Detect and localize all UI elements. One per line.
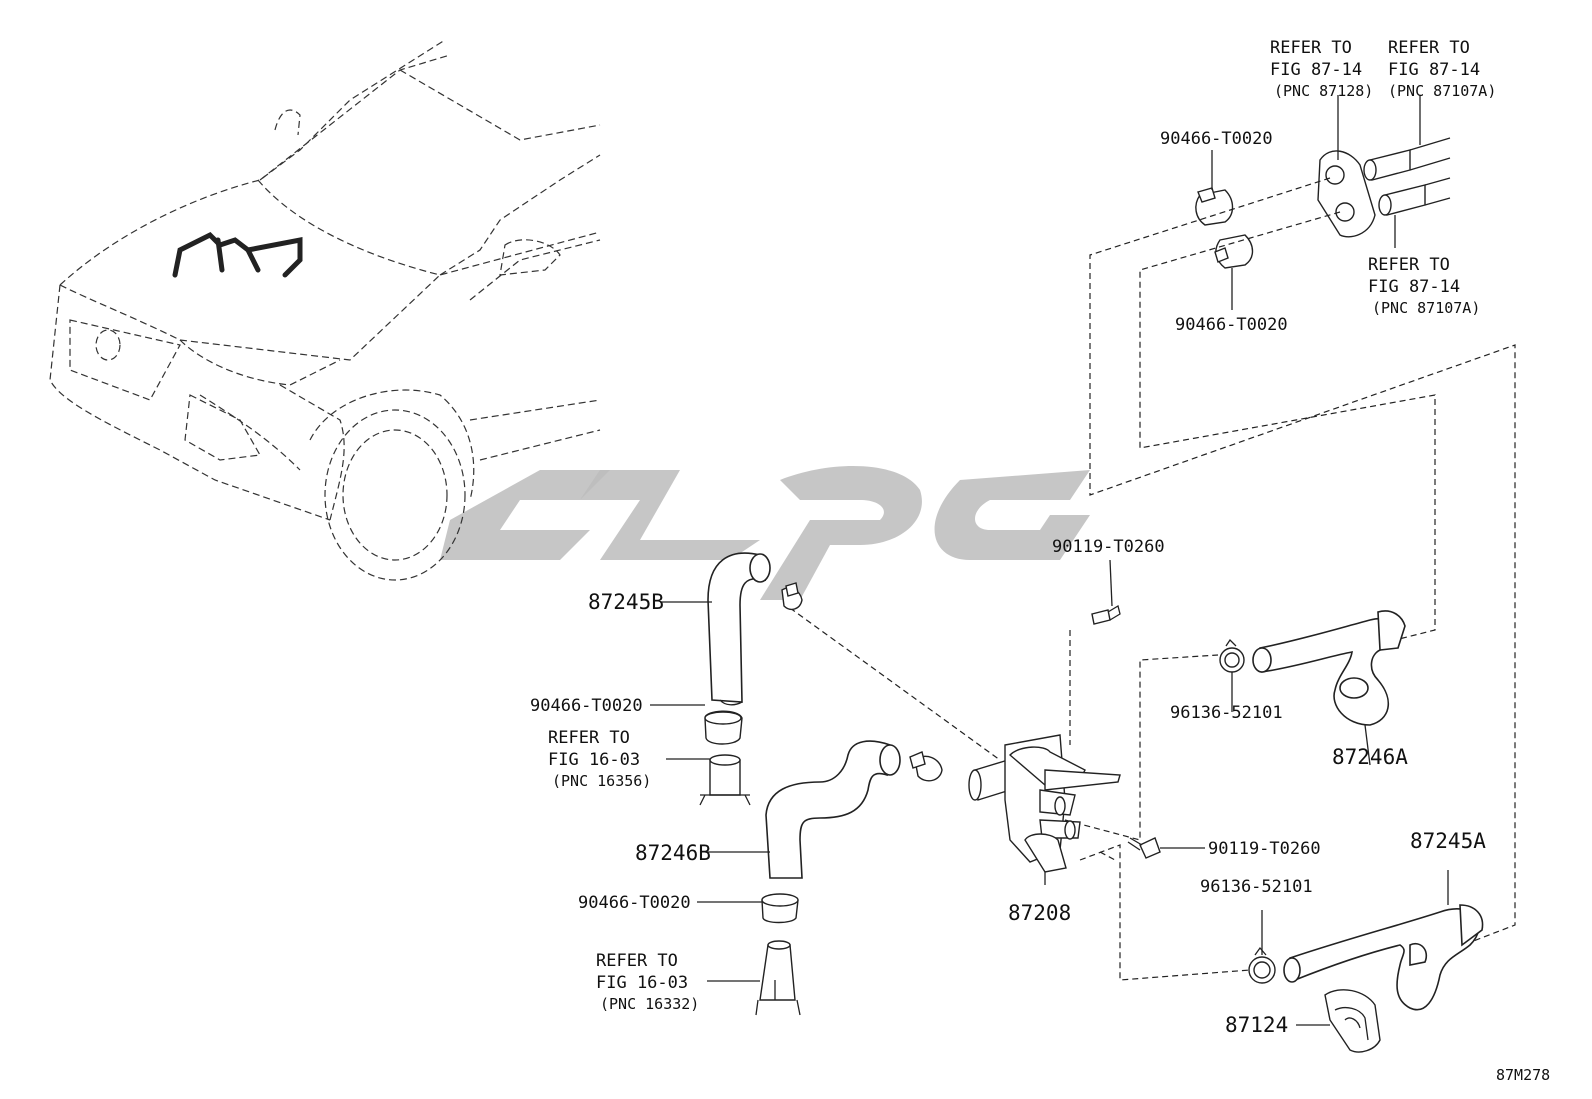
ref1-line3: (PNC 87128) bbox=[1274, 82, 1373, 100]
ref1-line1: REFER TO bbox=[1270, 38, 1352, 58]
water-valve-87208 bbox=[968, 734, 1121, 885]
label-clamp-left-2: 90466-T0020 bbox=[578, 893, 691, 913]
ref2-line2: FIG 87-14 bbox=[1388, 60, 1480, 80]
label-bolt-2: 90119-T0260 bbox=[1208, 839, 1321, 859]
ref4-line3: (PNC 16356) bbox=[552, 772, 651, 790]
diagram-code: 87M278 bbox=[1496, 1066, 1550, 1084]
hose-87245A bbox=[1283, 870, 1484, 1011]
ref5-line3: (PNC 16332) bbox=[600, 995, 699, 1013]
clamp-left-lower bbox=[761, 893, 799, 924]
ref4-line1: REFER TO bbox=[548, 728, 630, 748]
ref1-line2: FIG 87-14 bbox=[1270, 60, 1362, 80]
ref5-line1: REFER TO bbox=[596, 951, 678, 971]
watermark-logo bbox=[440, 466, 1090, 600]
pipe-ref-16356 bbox=[699, 754, 751, 806]
bracket-87124 bbox=[1324, 989, 1381, 1053]
ref5-line2: FIG 16-03 bbox=[596, 973, 688, 993]
ref4-line2: FIG 16-03 bbox=[548, 750, 640, 770]
clip-upper bbox=[1219, 638, 1245, 712]
label-87245B: 87245B bbox=[588, 590, 664, 614]
reference-notes: REFER TO FIG 87-14 (PNC 87128) REFER TO … bbox=[548, 38, 1496, 1013]
label-87208: 87208 bbox=[1008, 901, 1071, 925]
label-87246A: 87246A bbox=[1332, 745, 1408, 769]
label-clip-2: 96136-52101 bbox=[1200, 877, 1313, 897]
ref3-line2: FIG 87-14 bbox=[1368, 277, 1460, 297]
pipe-ref-16332 bbox=[755, 940, 801, 1016]
label-87124: 87124 bbox=[1225, 1013, 1288, 1037]
hose-87245B bbox=[707, 552, 771, 706]
label-87246B: 87246B bbox=[635, 841, 711, 865]
hose-87246B bbox=[765, 740, 901, 879]
clamp-87245B-top bbox=[781, 582, 803, 611]
ref3-line1: REFER TO bbox=[1368, 255, 1450, 275]
routing-lines bbox=[789, 177, 1516, 981]
hose-87246A bbox=[1252, 610, 1406, 766]
clamp-top-upper bbox=[1195, 150, 1234, 226]
ref3-line3: (PNC 87107A) bbox=[1372, 299, 1480, 317]
heater-core-pipes bbox=[1317, 95, 1451, 248]
label-clip-1: 96136-52101 bbox=[1170, 703, 1283, 723]
clip-lower bbox=[1248, 910, 1276, 984]
bolt-upper bbox=[1091, 559, 1121, 625]
label-clamp-top-2: 90466-T0020 bbox=[1175, 315, 1288, 335]
ref2-line3: (PNC 87107A) bbox=[1388, 82, 1496, 100]
part-labels: 87245B 87246B 87208 87246A 87245A 87124 … bbox=[530, 129, 1550, 1084]
label-clamp-top-1: 90466-T0020 bbox=[1160, 129, 1273, 149]
clamp-left-upper bbox=[704, 710, 743, 745]
ref2-line1: REFER TO bbox=[1388, 38, 1470, 58]
bolt-lower bbox=[1127, 837, 1205, 859]
label-bolt-1: 90119-T0260 bbox=[1052, 537, 1165, 557]
label-clamp-left-1: 90466-T0020 bbox=[530, 696, 643, 716]
clamp-top-lower bbox=[1214, 234, 1254, 310]
label-87245A: 87245A bbox=[1410, 829, 1486, 853]
clamp-87246B-top bbox=[909, 751, 943, 782]
leader-lines bbox=[650, 601, 1330, 1026]
vehicle-outline bbox=[49, 39, 601, 581]
